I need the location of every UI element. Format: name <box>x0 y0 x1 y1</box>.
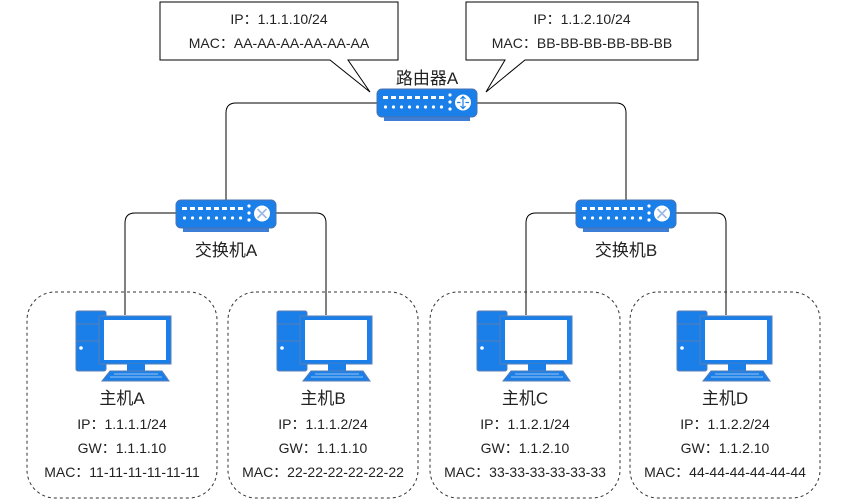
host-b-name: 主机B <box>300 389 346 408</box>
host-c-name: 主机C <box>501 389 549 408</box>
host-c-ip: IP：1.1.2.1/24 <box>480 416 570 432</box>
host-a-info: 主机A IP：1.1.1.1/24 GW：1.1.1.10 MAC：11-11-… <box>22 386 222 484</box>
host-c-info: 主机C IP：1.1.2.1/24 GW：1.1.2.10 MAC：33-33-… <box>425 386 625 484</box>
switch-a-icon[interactable] <box>175 199 277 233</box>
host-b-ip: IP：1.1.1.2/24 <box>278 416 368 432</box>
link-router-switch-b <box>476 102 627 203</box>
switch-b-label: 交换机B <box>594 241 658 260</box>
router-callout-left-text: IP：1.1.1.10/24 MAC：AA-AA-AA-AA-AA-AA <box>160 7 398 55</box>
router-icon[interactable] <box>376 88 478 122</box>
link-router-switch-a <box>225 102 378 203</box>
host-d-name: 主机D <box>701 389 749 408</box>
link-switch-a-host-b <box>276 212 327 315</box>
host-d-ip: IP：1.1.2.2/24 <box>680 416 770 432</box>
router-port1-ip: IP：1.1.1.10/24 <box>230 11 328 27</box>
host-c-computer-icon[interactable] <box>475 310 577 382</box>
host-a-ip: IP：1.1.1.1/24 <box>77 416 167 432</box>
host-a-name: 主机A <box>99 389 145 408</box>
host-c-mac: MAC：33-33-33-33-33-33 <box>444 464 606 480</box>
router-port1-mac: MAC：AA-AA-AA-AA-AA-AA <box>188 35 370 51</box>
router-label: 路由器A <box>395 69 459 88</box>
host-b-info: 主机B IP：1.1.1.2/24 GW：1.1.1.10 MAC：22-22-… <box>223 386 423 484</box>
link-switch-b-host-d <box>676 212 727 315</box>
host-d-info: 主机D IP：1.1.2.2/24 GW：1.1.2.10 MAC：44-44-… <box>625 386 825 484</box>
host-d-mac: MAC：44-44-44-44-44-44 <box>644 464 806 480</box>
callout-router-left <box>159 1 399 93</box>
router-port2-mac: MAC：BB-BB-BB-BB-BB-BB <box>491 35 673 51</box>
host-a-mac: MAC：11-11-11-11-11-11 <box>44 464 200 480</box>
host-group-d <box>629 291 821 499</box>
host-a-gw: GW：1.1.1.10 <box>77 440 167 456</box>
host-b-mac: MAC：22-22-22-22-22-22 <box>242 464 404 480</box>
host-c-gw: GW：1.1.2.10 <box>480 440 570 456</box>
switch-b-icon[interactable] <box>575 199 677 233</box>
host-group-b <box>227 291 419 499</box>
host-d-computer-icon[interactable] <box>675 310 777 382</box>
host-d-gw: GW：1.1.2.10 <box>680 440 770 456</box>
host-b-gw: GW：1.1.1.10 <box>278 440 368 456</box>
host-a-computer-icon[interactable] <box>74 310 176 382</box>
host-group-c <box>429 291 621 499</box>
router-port2-ip: IP：1.1.2.10/24 <box>533 11 631 27</box>
link-switch-a-host-a <box>124 212 176 315</box>
router-callout-right-text: IP：1.1.2.10/24 MAC：BB-BB-BB-BB-BB-BB <box>466 7 698 55</box>
host-b-computer-icon[interactable] <box>275 310 377 382</box>
host-group-a <box>26 291 218 499</box>
callout-router-right <box>465 1 699 93</box>
switch-a-label: 交换机A <box>194 241 258 260</box>
link-switch-b-host-c <box>525 212 576 315</box>
